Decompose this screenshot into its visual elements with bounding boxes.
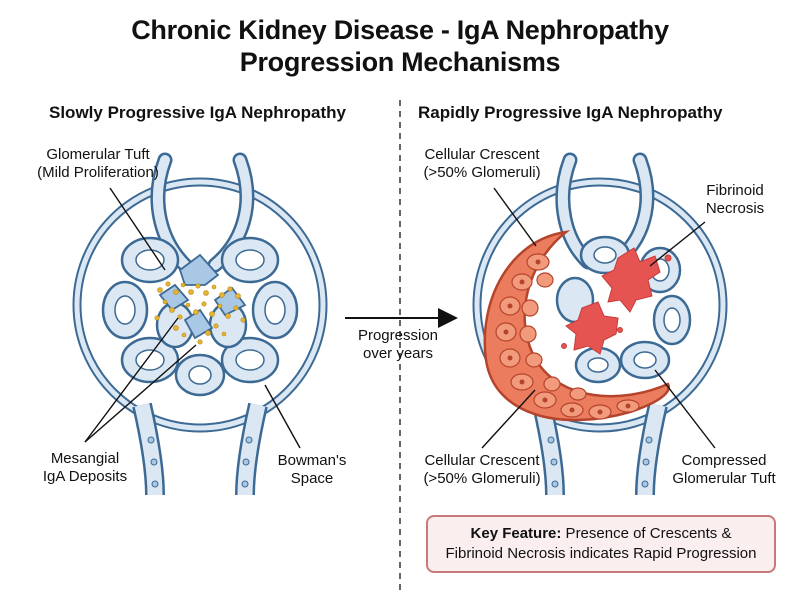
leader-crescent-top bbox=[493, 187, 537, 247]
leader-crescent-bottom bbox=[481, 389, 536, 449]
label-glomerular-tuft: Glomerular Tuft (Mild Proliferation) bbox=[37, 146, 159, 181]
key-feature-label: Key Feature: bbox=[470, 525, 562, 542]
left-iga-deposits bbox=[154, 281, 246, 345]
label-progression: Progression over years bbox=[357, 327, 439, 362]
leader-mesangial-b bbox=[84, 344, 197, 443]
label-crescent-top: Cellular Crescent (>50% Glomeruli) bbox=[423, 146, 541, 181]
leader-bowman bbox=[264, 384, 301, 449]
fibrinoid-necrosis bbox=[561, 247, 672, 355]
title-line-2: Progression Mechanisms bbox=[239, 47, 561, 77]
label-compressed-tuft: Compressed Glomerular Tuft bbox=[672, 452, 776, 487]
leader-mesangial-a bbox=[84, 317, 179, 443]
label-mesangial-iga-deposits: Mesangial IgA Deposits bbox=[42, 450, 128, 485]
key-feature-box: Key Feature: Presence of Crescents & Fib… bbox=[426, 515, 776, 573]
right-glomerulus bbox=[472, 152, 728, 496]
label-bowmans-space: Bowman's Space bbox=[277, 452, 347, 487]
page-title: Chronic Kidney Disease - IgA Nephropathy… bbox=[0, 14, 800, 78]
left-glomerulus bbox=[72, 152, 328, 496]
leader-glomerular-tuft bbox=[109, 187, 166, 271]
key-feature-text-1: Presence of Crescents & bbox=[561, 525, 732, 542]
leader-compressed-tuft bbox=[654, 369, 716, 449]
leader-fibrinoid bbox=[649, 221, 706, 267]
key-feature-text-2: Fibrinoid Necrosis indicates Rapid Progr… bbox=[445, 545, 757, 562]
title-line-1: Chronic Kidney Disease - IgA Nephropathy bbox=[131, 15, 669, 45]
label-crescent-bottom: Cellular Crescent (>50% Glomeruli) bbox=[423, 452, 541, 487]
right-panel-title: Rapidly Progressive IgA Nephropathy bbox=[418, 103, 723, 122]
label-fibrinoid-necrosis: Fibrinoid Necrosis bbox=[705, 182, 765, 217]
left-panel-title: Slowly Progressive IgA Nephropathy bbox=[49, 103, 346, 122]
